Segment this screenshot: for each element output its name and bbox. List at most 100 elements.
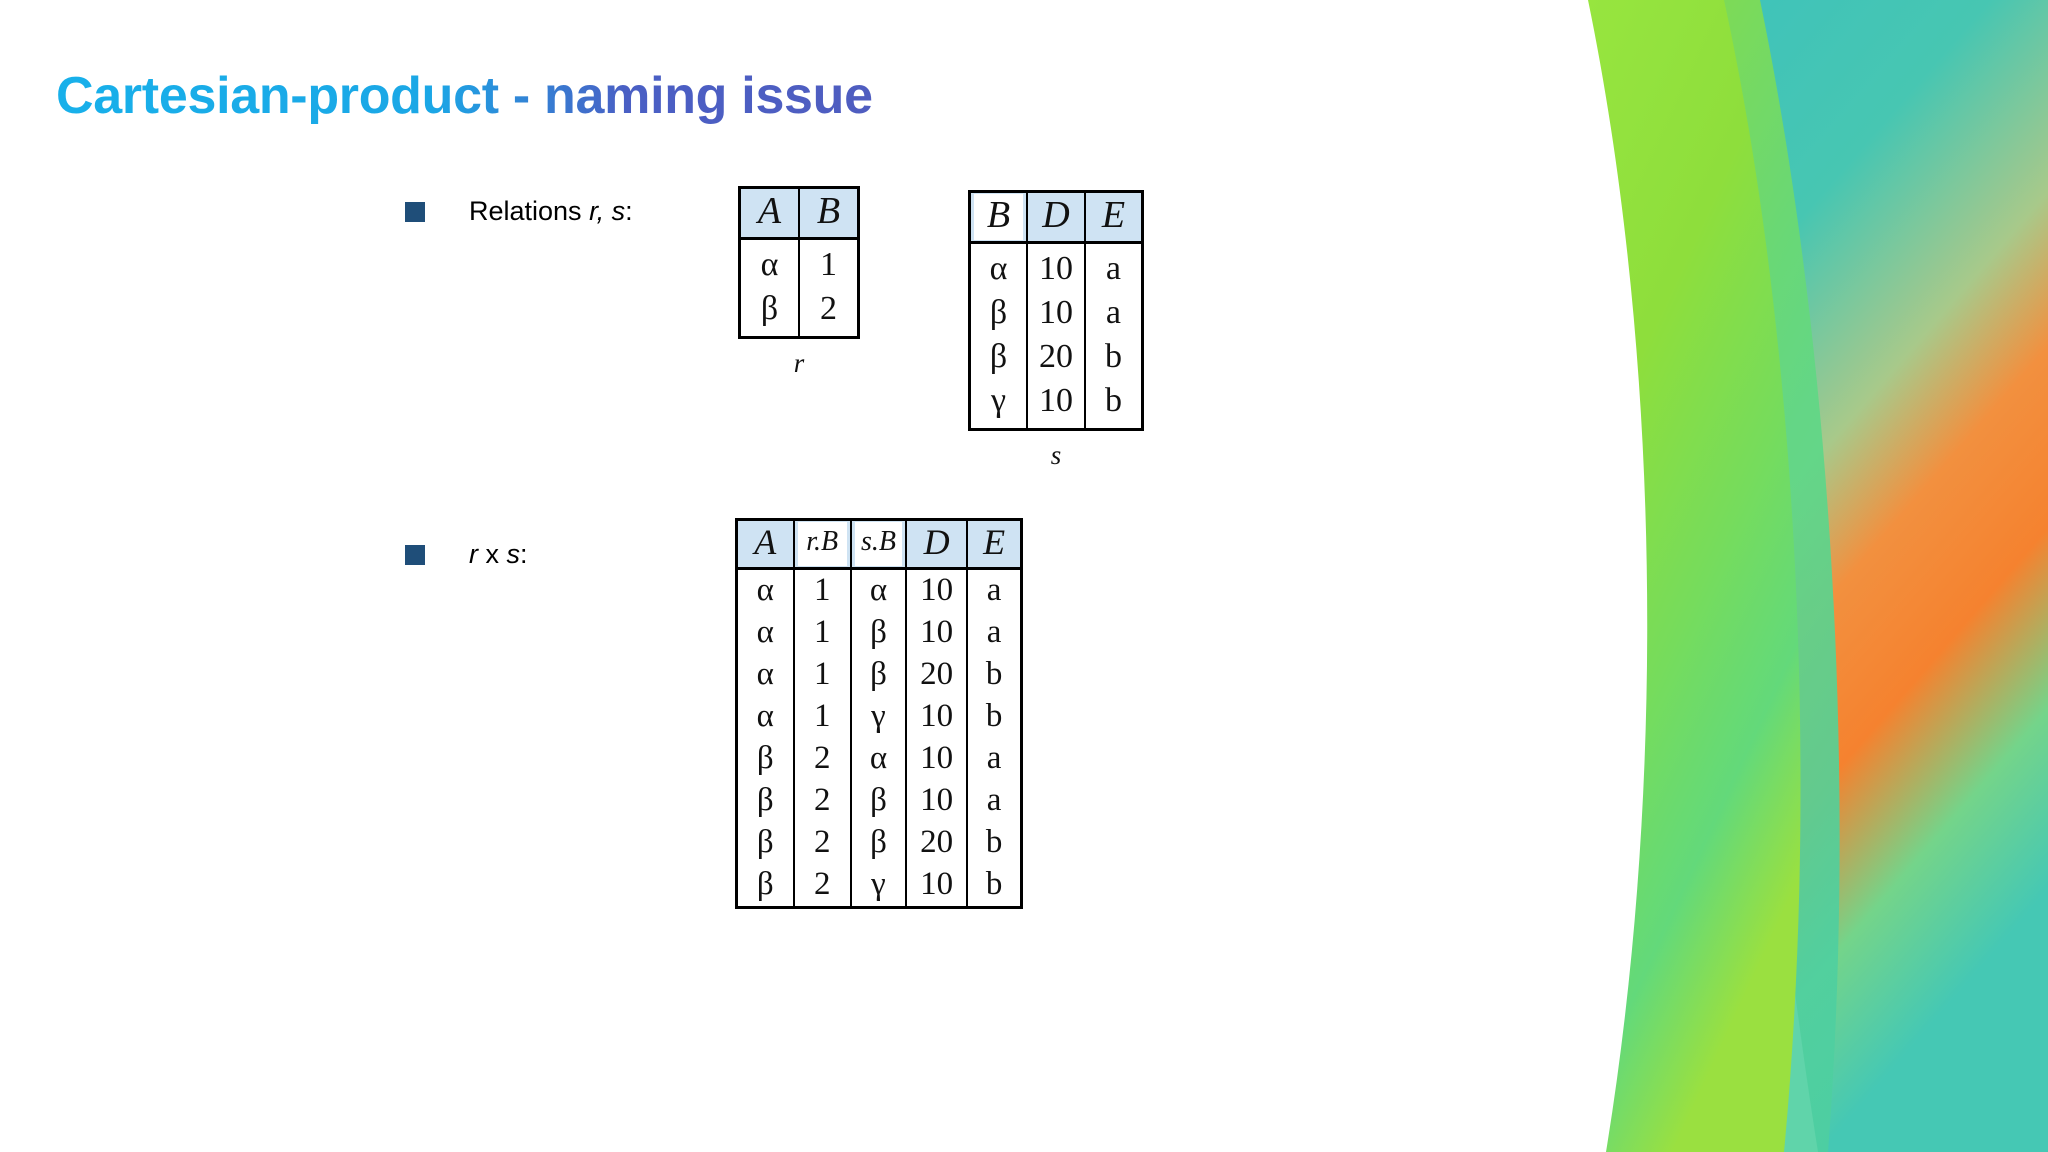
table-row: β 10 a [968, 292, 1144, 336]
relation-s-caption: s [1050, 440, 1062, 470]
cell: β [738, 288, 800, 338]
relation-r-table: A B α 1 β 2 [738, 186, 860, 339]
relation-rxs-table: A r.B s.B D E α 1 α 10 a α 1 β [735, 518, 1023, 909]
table-row: β 2 γ 10 b [735, 864, 1023, 908]
table-row: α 1 β 10 a [735, 612, 1023, 654]
cell: b [1083, 380, 1144, 430]
cell: γ [968, 380, 1029, 430]
slide-title: Cartesian-product - naming issue [56, 67, 873, 125]
cell: 1 [792, 654, 852, 696]
cell: 10 [904, 738, 969, 780]
table-row: α 1 α 10 a [735, 568, 1023, 612]
cell: β [849, 654, 908, 696]
cell: a [966, 568, 1023, 612]
column-header-a: A [735, 518, 795, 570]
cell: α [735, 612, 795, 654]
bullet-rxs-text-after: : [520, 539, 528, 569]
table-header-row: A r.B s.B D E [735, 518, 1023, 570]
cell: b [966, 654, 1023, 696]
bullet-rxs-text-italic: r [469, 539, 478, 569]
cell: b [966, 864, 1023, 908]
cell: α [738, 238, 800, 288]
cell: 2 [792, 738, 852, 780]
cell: 1 [792, 568, 852, 612]
cell: β [849, 780, 908, 822]
cell: 10 [904, 696, 969, 738]
bullet-square-icon [405, 544, 425, 565]
cell: b [966, 822, 1023, 864]
table-header-row: B D E [968, 190, 1144, 244]
column-header-d: D [1026, 190, 1086, 244]
table-row: γ 10 b [968, 380, 1144, 430]
column-header-e: E [1083, 190, 1144, 244]
column-header-b: B [968, 190, 1029, 244]
bullet-rxs-text-mid: x [478, 539, 507, 569]
white-patch-overlay [854, 522, 902, 566]
deco-shape-green-back [1636, 0, 1840, 1152]
cell: 20 [1026, 336, 1086, 380]
cell: 10 [904, 568, 969, 612]
cell: β [849, 612, 908, 654]
cell: α [735, 654, 795, 696]
cell: β [849, 822, 908, 864]
table-row: α 1 [738, 238, 860, 288]
bullet-relations-text-before: Relations [469, 196, 590, 226]
cell: 10 [1026, 380, 1086, 430]
cell: 1 [792, 612, 852, 654]
cell: β [968, 336, 1029, 380]
column-header-e: E [966, 518, 1023, 570]
table-row: α 1 β 20 b [735, 654, 1023, 696]
relation-s-table: B D E α 10 a β 10 a β 20 [968, 190, 1144, 431]
cell: γ [849, 864, 908, 908]
cell: 20 [904, 654, 969, 696]
cell: β [735, 822, 795, 864]
cell: b [966, 696, 1023, 738]
cell: β [735, 780, 795, 822]
relation-rxs-group: A r.B s.B D E α 1 α 10 a α 1 β [735, 518, 1023, 918]
cell: 10 [904, 864, 969, 908]
cell: β [968, 292, 1029, 336]
column-header-sb: s.B [849, 518, 908, 570]
bullet-square-icon [405, 201, 425, 222]
white-patch-overlay [974, 194, 1024, 240]
cell: 10 [1026, 242, 1086, 292]
cell: 20 [904, 822, 969, 864]
cell: 10 [1026, 292, 1086, 336]
cell: α [968, 242, 1029, 292]
cell: β [735, 864, 795, 908]
cell: α [849, 738, 908, 780]
cell: α [735, 568, 795, 612]
column-header-rb-label: r.B [806, 526, 839, 557]
cell: 1 [798, 238, 860, 288]
cell: α [735, 696, 795, 738]
relation-r-caption: r [793, 348, 805, 378]
cell: a [1083, 292, 1144, 336]
deco-shape-green-front [1588, 0, 1801, 1152]
table-row: α 1 γ 10 b [735, 696, 1023, 738]
cell: 2 [798, 288, 860, 338]
table-row: β 2 α 10 a [735, 738, 1023, 780]
relation-r-group: A B α 1 β 2 r [738, 186, 860, 379]
cell: 1 [792, 696, 852, 738]
bullet-relations-text-after: : [625, 196, 633, 226]
bullet-relations-label: Relations r, s: [469, 196, 633, 227]
table-header-row: A B [738, 186, 860, 240]
cell: γ [849, 696, 908, 738]
column-header-b: B [798, 186, 860, 240]
cell: a [1083, 242, 1144, 292]
cell: b [1083, 336, 1144, 380]
bullet-rxs-text-italic2: s [506, 539, 521, 569]
cell: 2 [792, 822, 852, 864]
decorative-corner-graphic [1588, 0, 2048, 1152]
bullet-relations: Relations r, s: [405, 196, 633, 227]
cell: α [849, 568, 908, 612]
table-row: β 2 β 10 a [735, 780, 1023, 822]
table-row: β 20 b [968, 336, 1144, 380]
cell: a [966, 738, 1023, 780]
column-header-d: D [904, 518, 969, 570]
cell: a [966, 780, 1023, 822]
cell: 2 [792, 780, 852, 822]
column-header-sb-label: s.B [860, 526, 896, 557]
white-patch-overlay [797, 522, 847, 566]
